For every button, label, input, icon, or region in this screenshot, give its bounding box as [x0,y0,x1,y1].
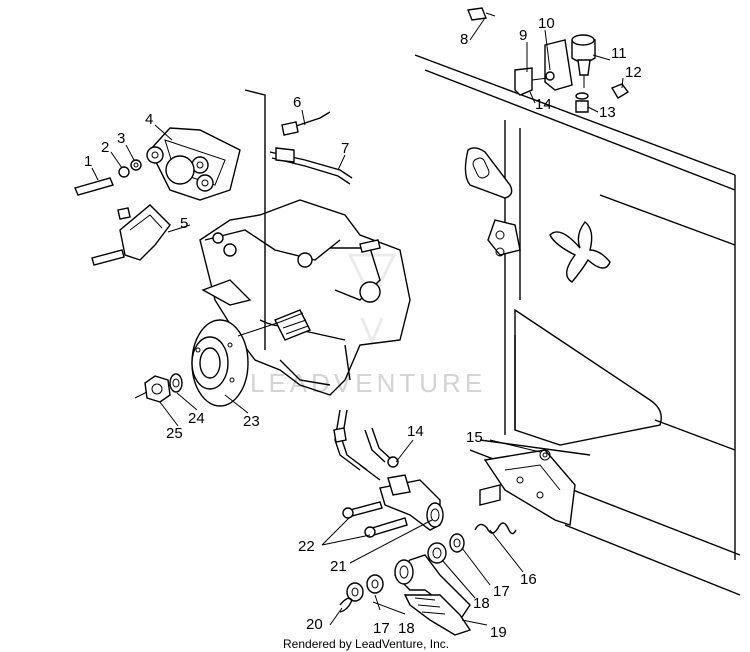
callout-11: 11 [611,45,627,62]
frame-panel [414,54,741,596]
brake-line [269,111,353,185]
watermark-text: LEADVENTURE [250,368,486,398]
callout-24: 24 [188,410,205,427]
nut-washer [144,373,183,403]
callout-14-top: 14 [535,96,552,113]
hinge-bracket [479,449,576,526]
callout-7: 7 [341,140,349,157]
callout-3: 3 [117,130,125,147]
leader-lines [91,17,624,626]
callout-labels: 1 2 3 4 5 6 7 8 9 10 11 12 13 14 15 14 1… [84,15,642,641]
brake-disc [191,319,281,407]
callout-9: 9 [519,27,527,44]
brake-pedal [394,554,472,636]
callout-16: 16 [520,571,537,588]
rear-master-cylinder [342,464,444,538]
callout-4: 4 [145,111,153,128]
callout-23: 23 [243,413,260,430]
master-cylinder-assembly [467,7,630,113]
callout-19: 19 [490,624,507,641]
brake-cable [333,409,399,471]
callout-22: 22 [298,538,315,555]
callout-2: 2 [101,139,109,156]
render-credit: Rendered by LeadVenture, Inc. [283,637,449,651]
washers-bushings [339,533,465,613]
callout-8: 8 [460,31,468,48]
callout-6: 6 [293,94,301,111]
callout-5: 5 [180,215,188,232]
callout-12: 12 [625,64,642,81]
callout-21: 21 [330,558,347,575]
callout-14-bottom: 14 [407,423,424,440]
callout-1: 1 [84,153,92,170]
callout-18-right: 18 [473,595,490,612]
callout-10: 10 [538,15,555,32]
brake-caliper [74,127,241,201]
callout-18-left: 18 [398,620,415,637]
callout-17-left: 17 [373,620,390,637]
callout-13: 13 [599,104,616,121]
callout-20: 20 [306,616,323,633]
callout-17-right: 17 [493,583,510,600]
brake-pad [91,204,171,266]
return-spring [474,522,517,535]
gearbox-housing [199,89,411,396]
callout-15: 15 [466,429,483,446]
callout-25: 25 [166,425,183,442]
